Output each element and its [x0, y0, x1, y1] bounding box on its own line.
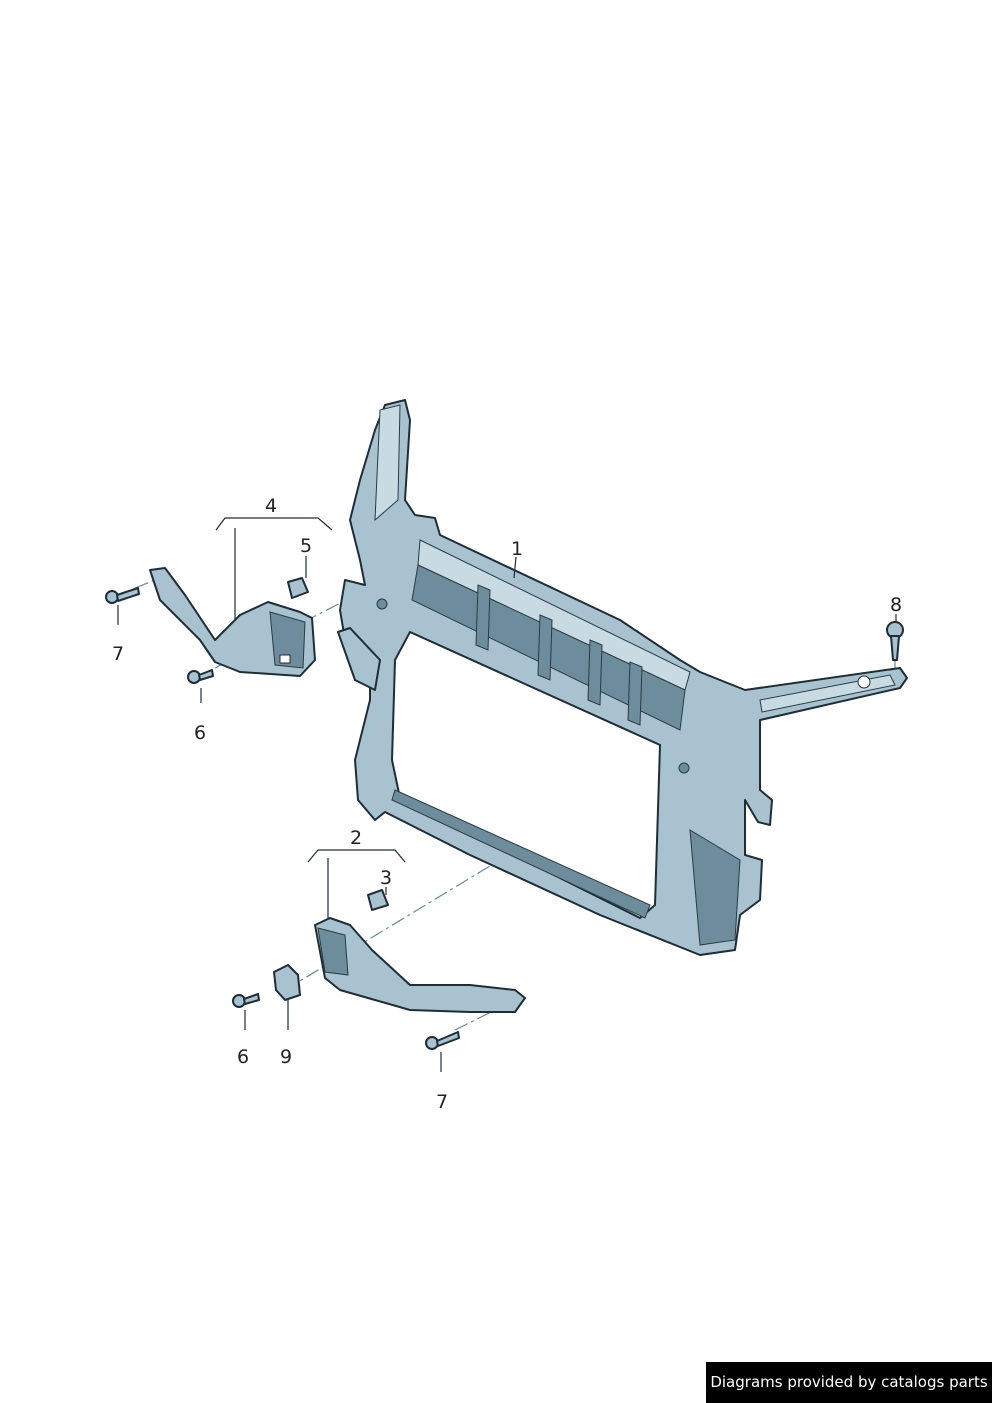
callout-labels: 1 2 3 4 5 6 6 7 7 8 9 — [112, 495, 902, 1113]
screw-upper-left — [105, 587, 140, 604]
radiator-support-frame[interactable] — [337, 399, 908, 956]
upper-bracket[interactable] — [149, 567, 316, 677]
screw-lower-right — [425, 1031, 460, 1050]
clip-nut-lower — [367, 889, 389, 911]
leader-lines — [117, 517, 897, 1072]
callout-4: 4 — [265, 495, 277, 517]
bolt-lower — [232, 993, 260, 1008]
callout-7-upper: 7 — [112, 643, 124, 665]
callout-5: 5 — [300, 535, 312, 557]
callout-8: 8 — [890, 594, 902, 616]
callout-2: 2 — [350, 827, 362, 849]
callout-7-lower: 7 — [436, 1091, 448, 1113]
callout-9: 9 — [280, 1046, 292, 1068]
lower-bracket[interactable] — [314, 917, 526, 1013]
callout-1: 1 — [511, 538, 523, 560]
retainer — [273, 964, 301, 1001]
clip-nut-upper — [287, 577, 309, 599]
callout-6-upper: 6 — [194, 722, 206, 744]
callout-6-lower: 6 — [237, 1046, 249, 1068]
callout-3: 3 — [380, 867, 392, 889]
credit-banner: Diagrams provided by catalogs parts — [706, 1362, 992, 1403]
bolt-upper — [187, 669, 214, 684]
screw-right — [886, 621, 904, 661]
